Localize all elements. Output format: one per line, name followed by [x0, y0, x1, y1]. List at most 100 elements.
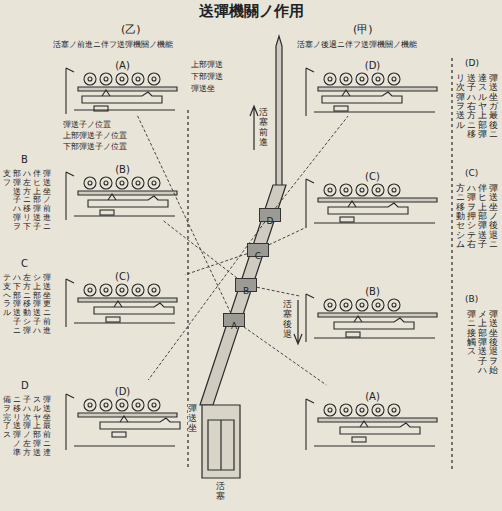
panel-label: (B): [113, 164, 132, 176]
mechanism-part: [340, 299, 352, 311]
part-label: 活塞ノ後退ニ伴フ送彈機關ノ機能: [296, 40, 418, 49]
mechanism-part: [356, 299, 368, 311]
mechanism-part: [106, 317, 120, 322]
mechanism-part: [100, 73, 112, 85]
mechanism-part: [392, 303, 396, 307]
mechanism-panel: (C): [300, 165, 445, 227]
mechanism-part: [372, 73, 384, 85]
mechanism-part: [360, 421, 368, 427]
part-label: B: [20, 154, 29, 166]
mechanism-part: [84, 284, 96, 296]
mechanism-part: [376, 188, 380, 192]
mechanism-part: [392, 188, 396, 192]
mechanism-part: [148, 177, 160, 189]
mechanism-part: [322, 92, 402, 103]
vertical-note: 活塞前進: [259, 108, 268, 148]
part-label: 下部彈送子ノ位置: [62, 142, 128, 151]
mechanism-panel: (B): [300, 280, 445, 342]
frame-line: [451, 58, 452, 470]
mechanism-part: [356, 73, 368, 85]
mechanism-part: [360, 188, 364, 192]
mechanism-part: [136, 288, 140, 292]
mechanism-part: [372, 299, 384, 311]
slide-block: D: [259, 208, 281, 222]
mechanism-part: [314, 111, 435, 112]
vertical-note: 左方ニ移動シ彈: [23, 274, 31, 336]
mechanism-part: [78, 298, 177, 302]
mechanism-part: [66, 172, 74, 220]
mechanism-part: [318, 87, 437, 91]
panel-label: D: [267, 216, 274, 226]
mechanism-part: [74, 109, 175, 110]
mechanism-part: [344, 303, 348, 307]
slide-block: C: [247, 243, 269, 257]
part-label: (甲): [352, 24, 374, 37]
vertical-note: 伴ヒ上部彈送子: [33, 170, 41, 232]
mechanism-part: [360, 303, 364, 307]
mechanism-part: [328, 303, 332, 307]
mechanism-part: [328, 188, 332, 192]
piston-body: [202, 405, 240, 478]
mechanism-part: [376, 303, 380, 307]
vertical-note: シ上部彈送子ハ: [33, 274, 41, 336]
mechanism-part: [340, 73, 352, 85]
mechanism-part: [120, 77, 124, 81]
mechanism-part: [116, 284, 128, 296]
piston-body: [220, 420, 221, 470]
panel-label: (A): [363, 391, 382, 403]
mechanism-part: [352, 437, 366, 442]
panel-label: (C): [363, 171, 382, 183]
leader-line: [276, 116, 349, 208]
mechanism-part: [314, 222, 435, 223]
part-label: 上部彈送子ノ位置: [62, 131, 128, 140]
part-label: 活塞ノ前進ニ伴フ送彈機關ノ機能: [52, 40, 174, 49]
leader-line: [257, 287, 300, 296]
mechanism-part: [376, 77, 380, 81]
mechanism-part: [112, 432, 126, 437]
mechanism-part: [148, 284, 160, 296]
vertical-note: ハ下部彈送子ニ: [13, 274, 21, 336]
mechanism-part: [114, 301, 122, 307]
mechanism-part: [328, 203, 408, 214]
mechanism-panel: (D): [60, 380, 185, 450]
mechanism-part: [88, 77, 92, 81]
mechanism-part: [78, 413, 177, 417]
mechanism-part: [392, 77, 396, 81]
part-label: (乙): [120, 24, 142, 37]
mechanism-part: [356, 184, 368, 196]
mechanism-part: [82, 92, 162, 103]
vertical-note: 彈送坐最前ニ達: [43, 396, 51, 458]
mechanism-part: [328, 408, 332, 412]
vertical-note: 伴ヒ上部彈送子: [478, 184, 487, 249]
vertical-note: 彈ニ接觸ス: [467, 310, 476, 357]
panel-label: (D): [363, 60, 383, 72]
mechanism-part: [152, 288, 156, 292]
leader-line: [162, 220, 237, 278]
mechanism-part: [152, 77, 156, 81]
mechanism-part: [78, 87, 177, 91]
mechanism-part: [100, 418, 180, 429]
mechanism-part: [346, 332, 360, 337]
mechanism-part: [104, 181, 108, 185]
panel-label: (B): [363, 286, 382, 298]
mechanism-part: [306, 179, 314, 227]
diagram-title: 送彈機關ノ作用: [198, 3, 305, 20]
mechanism-part: [136, 181, 140, 185]
panel-label: A: [231, 321, 237, 331]
mechanism-part: [318, 198, 437, 202]
panel-label: (D): [113, 386, 133, 398]
mechanism-part: [100, 399, 112, 411]
mechanism-part: [100, 177, 112, 189]
mechanism-part: [104, 77, 108, 81]
mechanism-part: [334, 106, 348, 111]
vertical-note: テ支ヘラル: [3, 274, 11, 318]
mechanism-part: [388, 299, 400, 311]
mechanism-part: [372, 184, 384, 196]
mechanism-part: [102, 90, 110, 96]
part-label: 彈送坐: [190, 84, 216, 93]
part-label: C: [20, 258, 29, 270]
vertical-note: ニ移リ送彈ノ準: [13, 396, 21, 458]
mechanism-panel: (D): [300, 54, 445, 116]
vertical-note: 彈送坐更ニ前進: [43, 274, 51, 336]
vertical-note: 送子ハ右方ニ移: [467, 74, 476, 139]
